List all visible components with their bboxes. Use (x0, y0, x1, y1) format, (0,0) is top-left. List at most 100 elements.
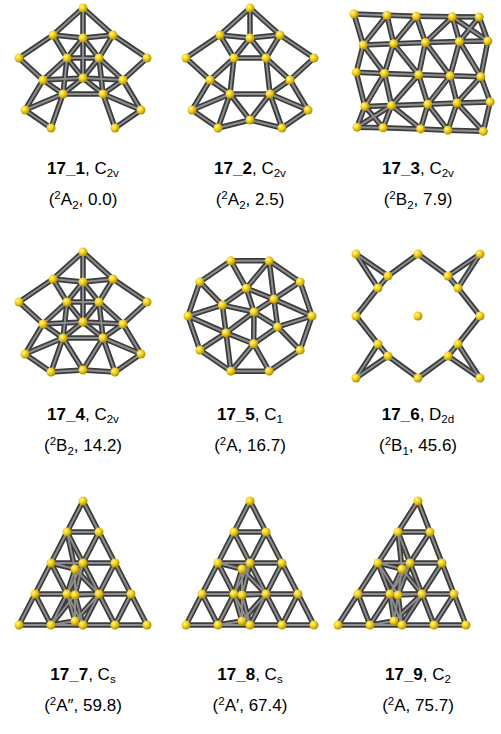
bond (231, 261, 246, 288)
bond-highlight (123, 58, 147, 80)
bond (356, 316, 378, 344)
bond-highlight (99, 593, 131, 595)
gold-atom (79, 621, 88, 630)
bond-highlight (186, 58, 210, 80)
label-text: 2 (220, 435, 226, 447)
bond-highlight (338, 594, 358, 625)
bond-highlight (442, 563, 454, 594)
bond-highlight (200, 282, 223, 305)
gold-atom (276, 31, 285, 40)
gold-atom (269, 295, 278, 304)
bond-highlight (250, 8, 280, 35)
gold-atom (218, 301, 227, 310)
bond-highlight (231, 344, 254, 371)
label-text: , 0.0) (79, 190, 118, 209)
bond-highlight (43, 322, 83, 324)
gold-atom (387, 101, 396, 110)
bond (115, 622, 147, 628)
label-text: A (61, 190, 72, 209)
gold-atom (249, 339, 258, 348)
label-text: , C (252, 159, 274, 178)
bond-highlight (356, 316, 378, 344)
isomer-label: 17_7, Cs (0, 664, 166, 690)
bond-highlight (459, 17, 479, 42)
bond-highlight (356, 72, 365, 106)
bond-highlight (113, 279, 147, 302)
bond-highlight (53, 35, 83, 38)
bond (254, 344, 269, 371)
bond (448, 130, 483, 131)
bond-highlight (392, 105, 421, 128)
bond-highlight (220, 8, 250, 35)
bond-highlight (231, 370, 269, 372)
bond-highlight (354, 14, 363, 45)
bond-highlight (458, 316, 480, 344)
bond (428, 104, 448, 130)
label-text: ( (44, 436, 50, 455)
bond (250, 532, 266, 563)
gold-atom (188, 106, 197, 115)
label-text: 2 (385, 435, 391, 447)
label-text: , C (423, 665, 445, 684)
bond-highlight (363, 15, 387, 45)
gold-atom (389, 39, 398, 48)
bond (419, 42, 426, 74)
bond-highlight (83, 338, 103, 370)
state-energy-label: (2A, 75.7) (335, 690, 501, 717)
bond-highlight (458, 288, 480, 316)
gold-atom (47, 124, 56, 133)
gold-atom (416, 124, 425, 133)
bond (19, 58, 43, 80)
gold-atom (359, 40, 368, 49)
bond (356, 254, 378, 288)
bond-highlight (63, 302, 67, 338)
gold-atom (398, 621, 407, 630)
bond (234, 532, 250, 563)
gold-atom (382, 11, 391, 20)
gold-atom (483, 37, 492, 46)
gold-atom (454, 340, 463, 349)
bond-highlight (82, 282, 84, 322)
bond (250, 501, 266, 532)
label-text: 2v (107, 413, 119, 425)
bond (67, 529, 99, 535)
cluster-structure (182, 497, 319, 630)
bond (226, 333, 231, 371)
bond-highlight (266, 58, 290, 80)
bond (115, 110, 141, 128)
bond (448, 356, 480, 378)
bond (378, 532, 398, 563)
label-text: 2 (67, 445, 73, 457)
bond (392, 105, 421, 128)
bond-highlight (448, 356, 480, 378)
bond-highlight (448, 254, 480, 276)
bond (410, 560, 442, 566)
bond-highlight (230, 93, 270, 95)
bond-highlight (218, 120, 250, 128)
bond (274, 282, 300, 299)
gold-atom (446, 71, 455, 80)
bond-highlight (230, 58, 234, 94)
gold-atom (47, 559, 56, 568)
bond (35, 594, 51, 625)
bond (483, 102, 490, 131)
bond (419, 75, 451, 76)
label-text: ( (213, 696, 219, 715)
gold-atom (99, 90, 108, 99)
bond-highlight (218, 563, 234, 594)
gold-atom (475, 12, 484, 21)
bond-highlight (222, 305, 254, 312)
gold-atom (216, 31, 225, 40)
bond-highlight (99, 58, 123, 80)
label-text: 17_8 (217, 665, 255, 684)
bond-highlight (51, 94, 63, 128)
bond-highlight (418, 356, 448, 378)
gold-atom (384, 352, 393, 361)
bond (226, 312, 254, 333)
bond-highlight (234, 532, 250, 563)
bond-highlight (83, 279, 113, 282)
bond-highlight (450, 75, 481, 78)
cluster-structure (15, 4, 152, 133)
gold-atom (99, 334, 108, 343)
